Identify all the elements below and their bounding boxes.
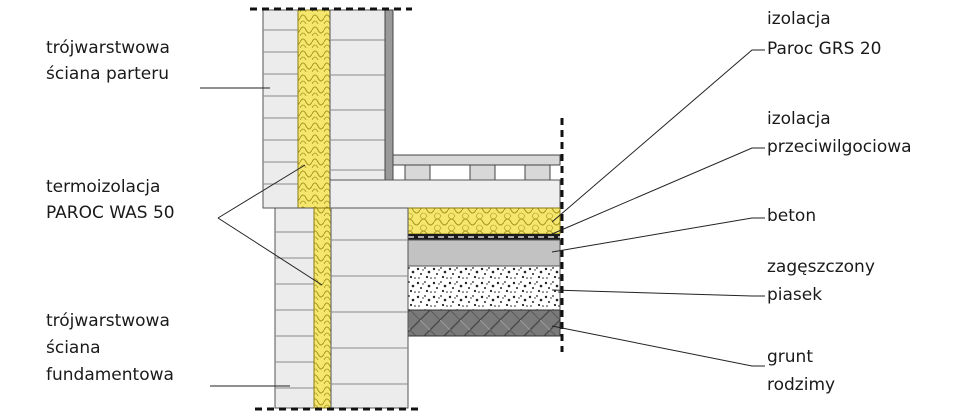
foundation-insulation-layer (313, 207, 332, 409)
label-compacted-sand: zagęszczony piasek (767, 257, 880, 305)
label-line: grunt (767, 347, 813, 367)
label-foundation-wall: trójwarstwowa ściana fundamentowa (46, 311, 175, 385)
label-line: rodzimy (767, 375, 835, 395)
ground-floor-wall (250, 7, 412, 209)
concrete-layer (407, 239, 561, 267)
leader-lines (200, 49, 765, 387)
label-line: zagęszczony (767, 257, 875, 277)
foundation-wall (255, 207, 420, 411)
label-line: trójwarstwowa (46, 38, 170, 58)
label-line: przeciwilgociowa (767, 137, 912, 157)
native-soil-layer (407, 309, 561, 337)
label-line: ściana (46, 338, 101, 358)
label-damp-proofing: izolacja przeciwilgociowa (767, 109, 912, 157)
label-ground-floor-wall: trójwarstwowa ściana parteru (46, 38, 175, 84)
label-line: fundamentowa (46, 365, 174, 385)
label-line: termoizolacja (46, 177, 160, 197)
floor-on-ground (329, 118, 564, 352)
label-line: izolacja (767, 109, 831, 129)
label-line: beton (767, 206, 816, 226)
paroc-was-50-layer (297, 9, 331, 209)
paroc-grs-20-layer (407, 207, 561, 235)
label-line: ściana parteru (46, 64, 169, 84)
label-concrete: beton (767, 206, 816, 226)
label-line: trójwarstwowa (46, 311, 170, 331)
label-line: piasek (767, 285, 822, 305)
label-line: izolacja (767, 9, 831, 29)
label-thermal-insulation: termoizolacja PAROC WAS 50 (46, 177, 175, 223)
label-native-soil: grunt rodzimy (767, 347, 835, 395)
label-insulation-grs: izolacja Paroc GRS 20 (767, 9, 881, 59)
compacted-sand-layer (407, 265, 561, 311)
label-line: PAROC WAS 50 (46, 203, 175, 223)
label-line: Paroc GRS 20 (767, 39, 881, 59)
